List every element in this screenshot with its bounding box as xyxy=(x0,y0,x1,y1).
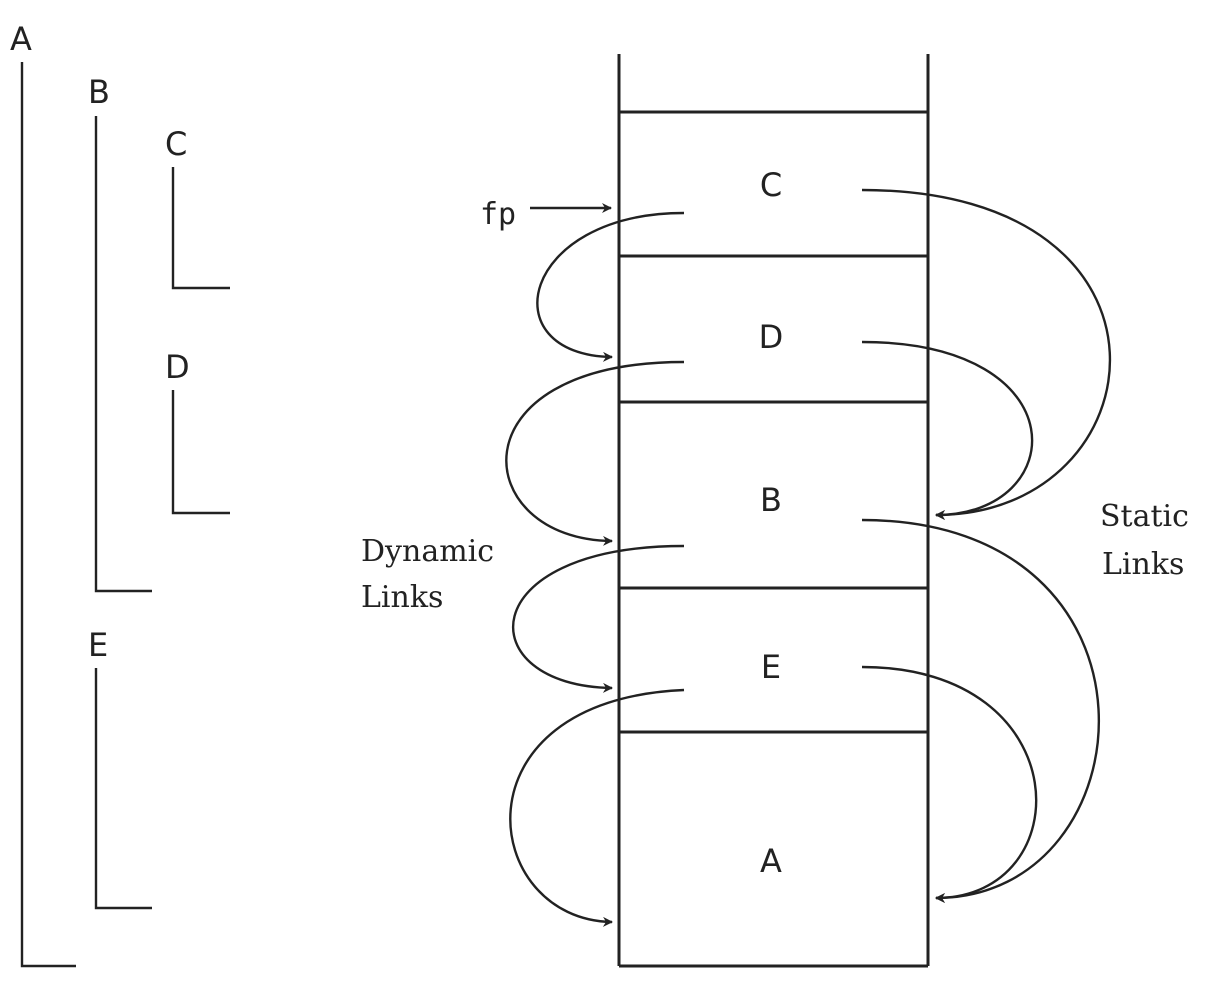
dynamic-links-label-line1: Dynamic xyxy=(361,534,494,569)
scope-label-d: D xyxy=(165,348,190,386)
dynamic-link-arrow xyxy=(505,360,685,546)
frame-label-d: D xyxy=(759,318,784,356)
scope-label-c: C xyxy=(165,125,187,163)
frame-label-a: A xyxy=(760,842,782,880)
static-link-arrow xyxy=(861,188,1111,520)
fp-label: fp xyxy=(480,197,516,232)
static-links-label-line1: Static xyxy=(1100,499,1189,534)
scope-tree: A B C D E xyxy=(10,20,230,968)
dynamic-links-label-line2: Links xyxy=(361,580,443,615)
static-link-arrow xyxy=(861,518,1101,903)
scope-label-e: E xyxy=(88,626,108,664)
frame-label-b: B xyxy=(760,481,782,519)
frame-pointer: fp xyxy=(480,197,612,232)
static-links: Static Links xyxy=(861,188,1189,903)
scope-label-b: B xyxy=(88,73,110,111)
scope-label-a: A xyxy=(10,20,32,58)
static-link-arrow xyxy=(861,340,1034,520)
scope-bracket-d xyxy=(171,390,230,515)
static-link-arrow xyxy=(861,665,1038,903)
dynamic-link-arrow xyxy=(512,544,685,693)
scope-bracket-a xyxy=(20,62,76,968)
scope-bracket-e xyxy=(94,668,152,910)
frame-label-e: E xyxy=(761,648,781,686)
dynamic-link-arrow xyxy=(536,211,685,362)
static-links-label-line2: Links xyxy=(1102,547,1184,582)
scope-bracket-c xyxy=(171,167,230,290)
frame-label-c: C xyxy=(760,166,782,204)
dynamic-links: Dynamic Links xyxy=(361,211,685,927)
scope-bracket-b xyxy=(94,116,152,593)
stack: C D B E A xyxy=(617,54,930,968)
dynamic-link-arrow xyxy=(509,688,685,927)
